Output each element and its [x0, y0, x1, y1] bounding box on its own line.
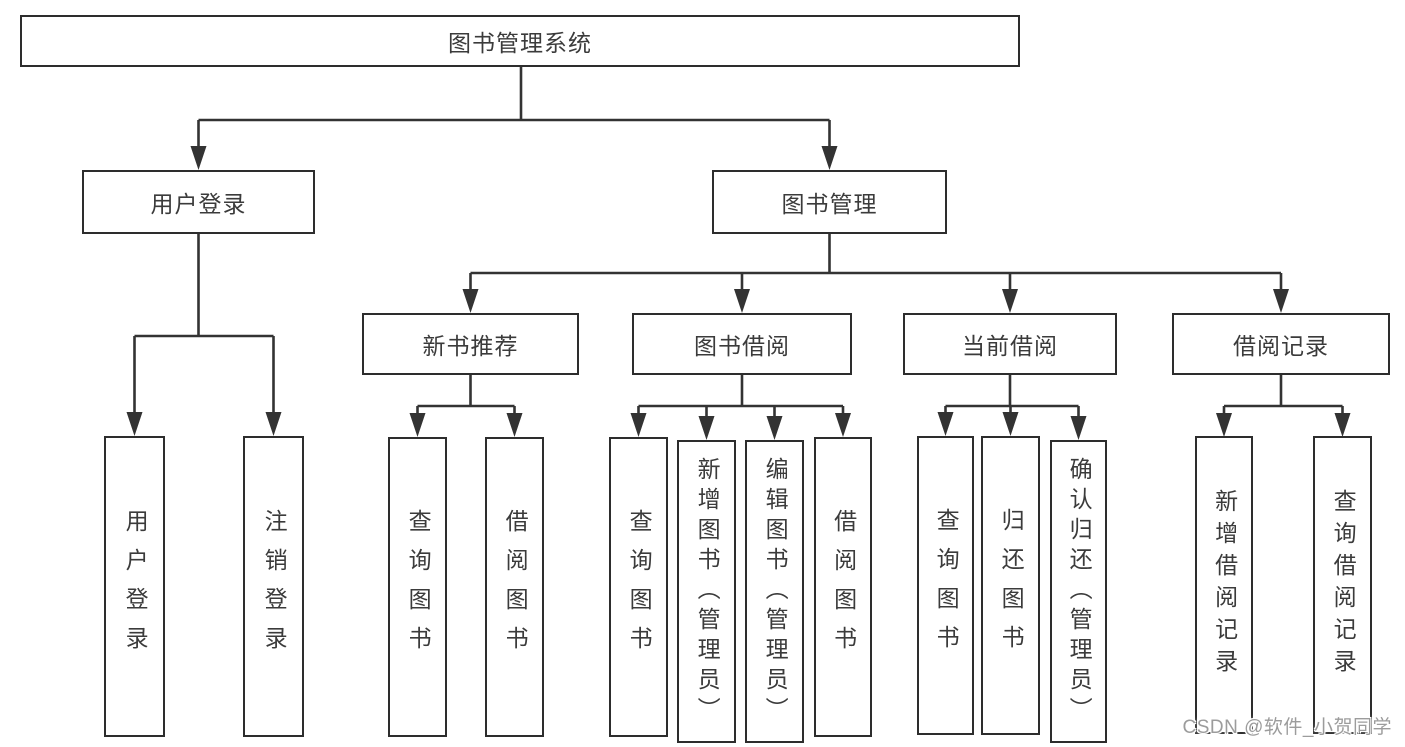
node-confirm-return: 确认归还（管理员） [1050, 440, 1107, 743]
node-edit-books: 编辑图书（管理员） [745, 440, 804, 743]
node-label: 借阅记录 [1233, 333, 1329, 359]
node-add-books: 新增图书（管理员） [677, 440, 736, 743]
node-root: 图书管理系统 [20, 15, 1020, 67]
arrowhead-icon [1273, 289, 1289, 313]
arrowhead-icon [835, 413, 851, 437]
connector-path [416, 375, 516, 415]
node-borrow-books-1: 借阅图书 [485, 437, 544, 737]
arrowhead-icon [630, 413, 647, 437]
node-label: 查询借阅记录 [1330, 489, 1357, 681]
node-label: 归还图书 [998, 507, 1025, 664]
node-label: 新增图书（管理员） [694, 456, 721, 727]
arrowhead-icon [506, 413, 523, 437]
node-label: 查询图书 [626, 509, 653, 665]
arrowhead-icon [1002, 289, 1018, 313]
arrowhead-icon [1334, 413, 1351, 437]
arrowhead-icon [409, 413, 426, 437]
arrowhead-icon [265, 412, 282, 436]
node-label: 新书推荐 [422, 333, 519, 359]
connector-path [469, 234, 1283, 291]
node-borrow-records: 借阅记录 [1172, 313, 1390, 375]
node-query-books-1: 查询图书 [388, 437, 447, 737]
node-label: 查询图书 [933, 507, 960, 664]
node-label: 当前借阅 [962, 333, 1058, 359]
node-label: 确认归还（管理员） [1066, 456, 1093, 727]
arrowhead-icon [766, 416, 783, 440]
arrowhead-icon [734, 289, 750, 313]
node-user-login: 用户登录 [82, 170, 315, 234]
node-label: 借阅图书 [830, 509, 857, 665]
connector-path [197, 67, 831, 148]
arrowhead-icon [1002, 412, 1019, 436]
node-return-books: 归还图书 [981, 436, 1040, 735]
node-label: 查询图书 [405, 509, 432, 665]
node-query-borrow-record: 查询借阅记录 [1313, 436, 1372, 734]
arrowhead-icon [821, 146, 838, 170]
arrowhead-icon [126, 412, 143, 436]
node-label: 编辑图书（管理员） [762, 456, 789, 727]
connector-path [1222, 375, 1344, 415]
node-new-book-rec: 新书推荐 [362, 313, 579, 375]
connector-path [944, 375, 1080, 418]
node-query-books-3: 查询图书 [917, 436, 974, 735]
node-query-books-2: 查询图书 [609, 437, 668, 737]
node-label: 新增借阅记录 [1211, 489, 1238, 681]
watermark: CSDN @软件_小贺同学 [1182, 717, 1392, 738]
node-label: 图书借阅 [694, 333, 790, 359]
arrowhead-icon [698, 416, 715, 440]
arrowhead-icon [462, 289, 479, 313]
node-current-borrow: 当前借阅 [903, 313, 1117, 375]
node-label: 用户登录 [122, 508, 149, 665]
node-label: 用户登录 [150, 191, 247, 217]
node-login-v: 用户登录 [104, 436, 165, 737]
arrowhead-icon [190, 146, 207, 170]
node-borrow-books-2: 借阅图书 [814, 437, 872, 737]
arrowhead-icon [937, 412, 954, 436]
connector-path [133, 234, 275, 414]
node-book-borrow: 图书借阅 [632, 313, 852, 375]
arrowhead-icon [1070, 416, 1087, 440]
node-label: 图书管理 [781, 191, 878, 217]
arrowhead-icon [1216, 413, 1232, 437]
node-label: 借阅图书 [502, 509, 529, 665]
node-label: 注销登录 [261, 508, 288, 665]
node-add-borrow-record: 新增借阅记录 [1195, 436, 1253, 734]
node-book-mgmt: 图书管理 [712, 170, 947, 234]
connector-path [637, 375, 845, 418]
node-logout-v: 注销登录 [243, 436, 304, 737]
node-label: 图书管理系统 [448, 30, 592, 56]
